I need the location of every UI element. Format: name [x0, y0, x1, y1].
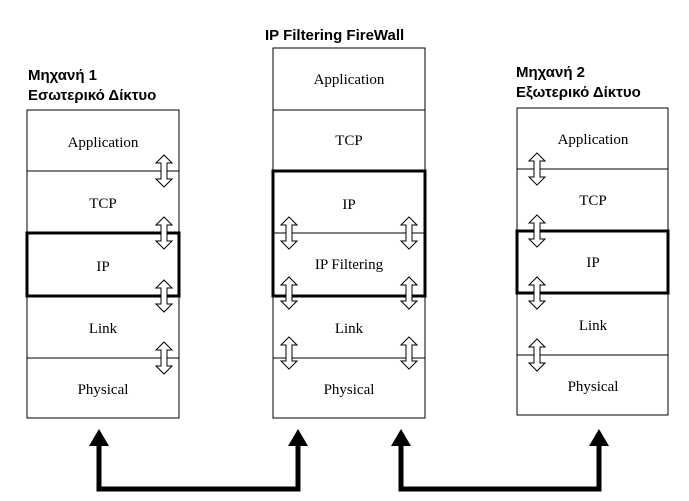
machine1-title-line1: Μηχανή 1 [28, 67, 97, 84]
machine2-title-line2: Εξωτερικό Δίκτυο [516, 84, 641, 101]
firewall-ip-highlight [271, 169, 427, 298]
machine1-layer-link: Link [89, 321, 118, 337]
firewall-layer-tcp: TCP [335, 133, 363, 149]
firewall-layer-ip: IP [342, 197, 355, 213]
machine1-stack: Application TCP IP Link Physical [25, 109, 181, 419]
machine2-layer-ip: IP [586, 255, 599, 271]
firewall-layer-application: Application [314, 72, 385, 88]
firewall-title: IP Filtering FireWall [265, 27, 404, 44]
machine2-layer-physical: Physical [568, 379, 619, 395]
firewall-layer-ip-filtering: IP Filtering [315, 257, 384, 273]
machine2-layer-link: Link [579, 318, 608, 334]
machine1-layer-ip: IP [96, 259, 109, 275]
firewall-layer-physical: Physical [324, 382, 375, 398]
machine2-layer-application: Application [558, 132, 629, 148]
machine2-layer-tcp: TCP [579, 193, 607, 209]
machine1-layer-application: Application [68, 135, 139, 151]
machine2-title-line1: Μηχανή 2 [516, 64, 585, 81]
firewall-layer-link: Link [335, 321, 364, 337]
connection-arrow-right [391, 429, 609, 492]
connection-arrow-left [89, 429, 308, 492]
machine1-ip-highlight [25, 231, 181, 298]
machine1-layer-tcp: TCP [89, 196, 117, 212]
machine2-stack: Application TCP IP Link Physical [515, 107, 670, 416]
machine1-title-line2: Εσωτερικό Δίκτυο [28, 87, 156, 104]
firewall-stack: Application TCP IP IP Filtering Link Phy… [271, 47, 427, 419]
machine2-ip-highlight [515, 229, 670, 295]
machine1-layer-physical: Physical [78, 382, 129, 398]
